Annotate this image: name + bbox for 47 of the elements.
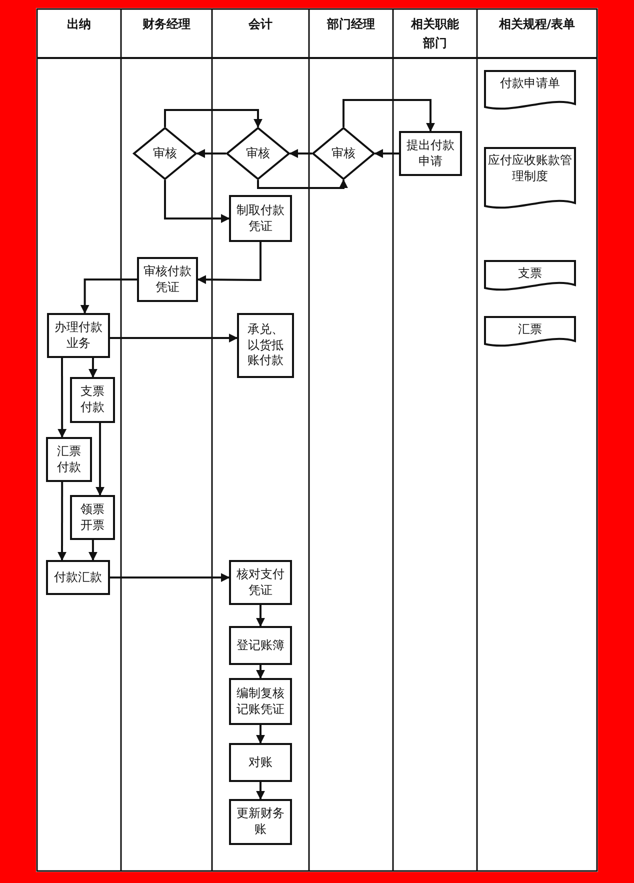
process-box: 审核付款凭证 bbox=[137, 257, 198, 302]
arrow bbox=[342, 99, 435, 132]
column-header: 出纳 bbox=[66, 16, 92, 33]
process-box: 提出付款申请 bbox=[399, 131, 462, 176]
process-box: 承兑、以货抵账付款 bbox=[237, 313, 294, 378]
arrow bbox=[197, 242, 262, 284]
column-header: 相关职能部门 bbox=[410, 16, 460, 52]
column-header: 相关规程/表单 bbox=[498, 16, 576, 33]
arrow bbox=[80, 278, 137, 314]
arrow bbox=[256, 665, 265, 679]
process-box: 领票开票 bbox=[70, 495, 115, 540]
process-box: 更新财务账 bbox=[229, 799, 292, 845]
arrow bbox=[374, 149, 399, 158]
arrow bbox=[164, 180, 230, 223]
decision-diamond: 审核 bbox=[312, 127, 375, 180]
arrow bbox=[88, 358, 98, 378]
arrow bbox=[96, 423, 105, 496]
process-box: 对账 bbox=[229, 743, 292, 782]
document-shape: 支票 bbox=[484, 260, 576, 293]
arrow bbox=[58, 482, 66, 561]
decision-diamond: 审核 bbox=[226, 127, 290, 180]
arrow bbox=[88, 540, 98, 561]
column-header: 部门经理 bbox=[326, 16, 376, 33]
process-box: 登记账簿 bbox=[229, 626, 292, 665]
arrow bbox=[110, 573, 230, 582]
document-shape: 付款申请单 bbox=[484, 70, 576, 112]
column-header: 会计 bbox=[248, 16, 274, 33]
process-box: 制取付款凭证 bbox=[229, 195, 292, 242]
arrow bbox=[110, 334, 238, 343]
decision-diamond: 审核 bbox=[133, 127, 197, 180]
arrow bbox=[256, 782, 265, 800]
arrow bbox=[257, 179, 348, 189]
document-shape: 汇票 bbox=[484, 316, 576, 349]
process-box: 付款汇款 bbox=[46, 560, 110, 595]
arrow bbox=[256, 605, 265, 627]
column-header: 财务经理 bbox=[142, 16, 192, 33]
process-box: 编制复核记账凭证 bbox=[229, 678, 292, 725]
arrow bbox=[58, 358, 67, 438]
process-box: 核对支付凭证 bbox=[229, 560, 292, 605]
document-shape: 应付应收账款管理制度 bbox=[484, 147, 576, 211]
arrow bbox=[164, 109, 262, 128]
arrow bbox=[196, 149, 226, 158]
arrow bbox=[256, 725, 265, 744]
process-box: 汇票付款 bbox=[46, 437, 92, 482]
arrow bbox=[289, 149, 312, 158]
process-box: 支票付款 bbox=[70, 377, 115, 423]
process-box: 办理付款业务 bbox=[47, 313, 110, 358]
